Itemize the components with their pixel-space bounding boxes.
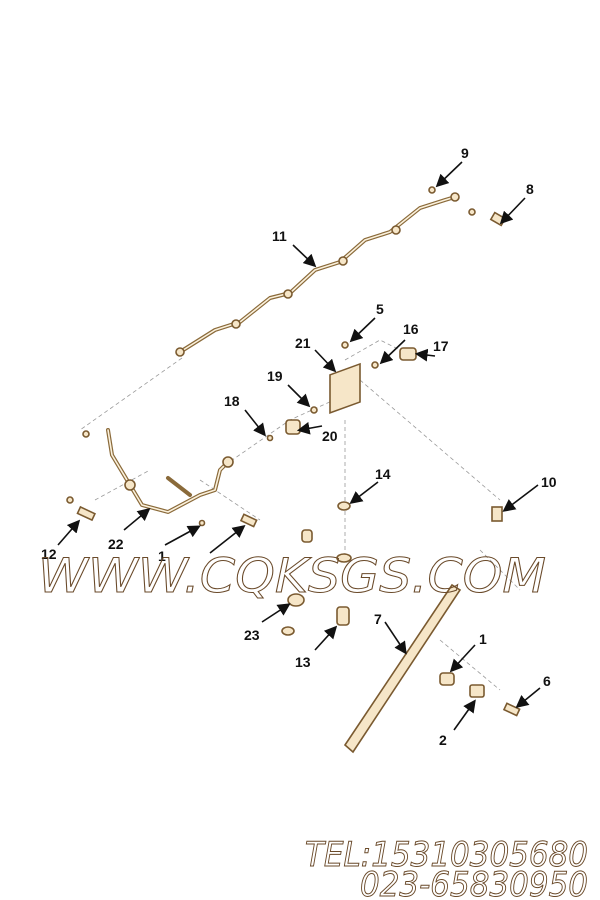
- callout-8: 8: [526, 181, 534, 197]
- watermark-tel: TEL:15310305680: [305, 835, 588, 875]
- fitting-20: [285, 419, 301, 435]
- callout-13: 13: [295, 654, 311, 670]
- callout-16: 16: [403, 321, 419, 337]
- fitting-23: [287, 593, 305, 607]
- callout-7: 7: [374, 611, 382, 627]
- fitting-17: [399, 347, 417, 361]
- callout-21: 21: [295, 335, 311, 351]
- callout-11: 11: [272, 228, 287, 244]
- watermark-site: WWW.CQKSGS.COM: [38, 549, 546, 604]
- callout-18: 18: [224, 393, 240, 409]
- washer-9: [428, 186, 436, 194]
- callout-9: 9: [461, 145, 469, 161]
- components: [66, 186, 521, 754]
- callout-20: 20: [322, 428, 338, 444]
- sleeve-1: [439, 672, 455, 686]
- callout-labels: 9 8 11 5 21 16 17 19 18 20 14 10 12 22 1…: [41, 145, 557, 748]
- callout-12: 12: [41, 546, 57, 562]
- plug-5: [341, 341, 349, 349]
- callout-19: 19: [267, 368, 283, 384]
- callout-1-left: 1: [158, 548, 166, 564]
- callout-10: 10: [541, 474, 557, 490]
- elbow-10: [491, 506, 503, 522]
- bolt-12: [76, 505, 97, 522]
- callout-22: 22: [108, 536, 124, 552]
- oring-19: [310, 406, 318, 414]
- oring-14: [337, 501, 351, 511]
- alignment-lines: [79, 339, 521, 691]
- screw-13: [336, 606, 350, 626]
- bolt-8: [489, 211, 507, 227]
- callout-14: 14: [375, 466, 391, 482]
- callout-1: 1: [479, 631, 487, 647]
- watermark: WWW.CQKSGS.COM TEL:15310305680 023-65830…: [38, 549, 589, 900]
- callout-5: 5: [376, 301, 384, 317]
- fuel-line-11: [175, 192, 460, 357]
- callout-2: 2: [439, 732, 447, 748]
- watermark-phone: 023-65830950: [360, 865, 588, 900]
- block-21: [329, 362, 361, 414]
- nut-2: [469, 684, 485, 698]
- oring-16: [371, 361, 379, 369]
- bolt-6: [502, 702, 521, 717]
- callout-6: 6: [543, 673, 551, 689]
- washer-18: [266, 434, 274, 442]
- fuel-line-22: [106, 428, 234, 514]
- callout-17: 17: [433, 338, 449, 354]
- leader-arrows: [57, 161, 541, 731]
- callout-23: 23: [244, 627, 260, 643]
- tube-7: [343, 583, 462, 754]
